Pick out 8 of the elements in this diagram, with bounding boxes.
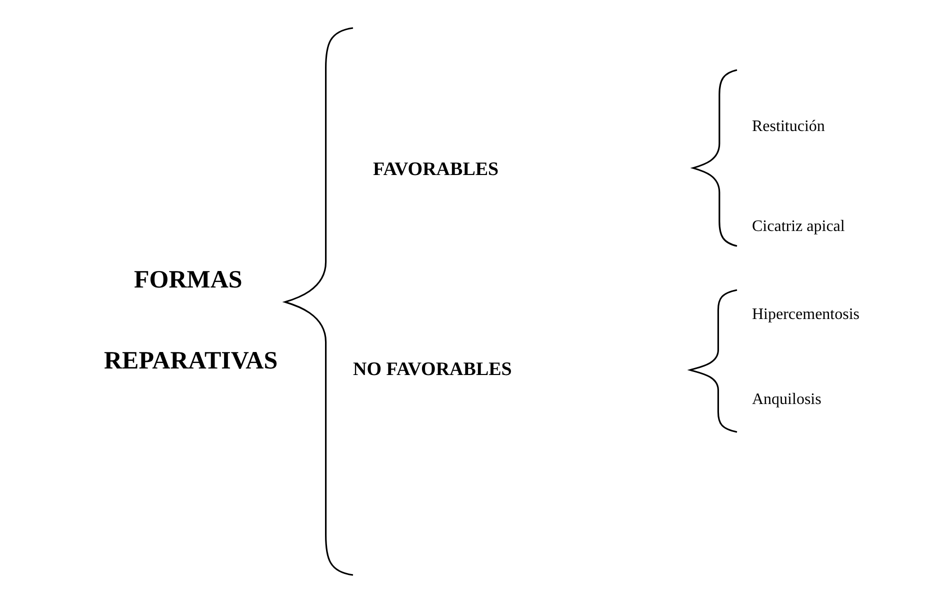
category-label: NO FAVORABLES [353, 359, 512, 381]
item-label: Cicatriz apical [752, 218, 845, 236]
item-label: Hipercementosis [752, 306, 860, 324]
item-label: Anquilosis [752, 390, 822, 410]
category-label: FAVORABLES [373, 159, 499, 181]
heading-text: FORMAS [134, 266, 242, 296]
heading-text: REPARATIVAS [104, 348, 278, 376]
item-label: Restitución [752, 118, 825, 136]
